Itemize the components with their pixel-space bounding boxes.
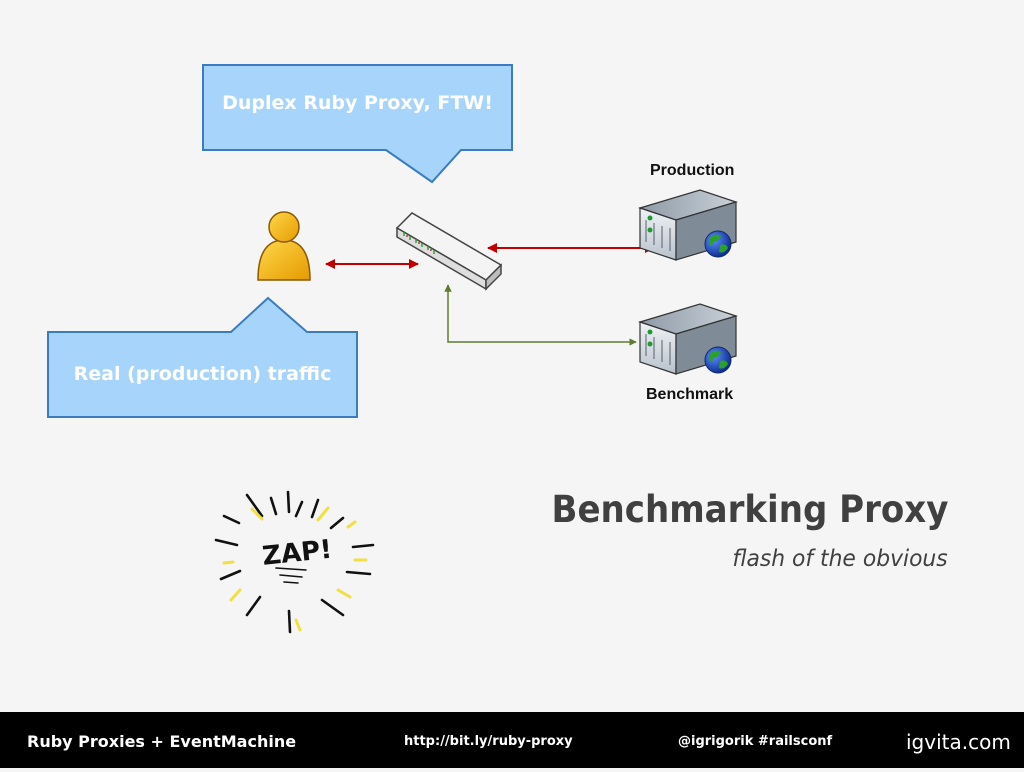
server-icon	[638, 189, 738, 261]
user-icon	[257, 211, 311, 281]
footer-brand: igvita.com	[906, 730, 1011, 754]
globe-icon	[704, 346, 732, 374]
slide-subtitle: flash of the obvious	[732, 546, 948, 572]
proxy-diagram: ZAP!	[47, 64, 738, 634]
switch-icon	[395, 212, 503, 291]
globe-icon	[704, 230, 732, 258]
footer-bar: Ruby Proxies + EventMachine http://bit.l…	[0, 712, 1024, 768]
footer-handle: @igrigorik #railsconf	[678, 734, 833, 749]
arrow-proxy-benchmark	[444, 284, 637, 346]
zap-text: ZAP!	[261, 535, 334, 572]
slide-title: Benchmarking Proxy	[551, 488, 948, 531]
callout-bottom	[47, 296, 358, 418]
footer-title: Ruby Proxies + EventMachine	[27, 732, 297, 751]
callout-top-text: Duplex Ruby Proxy, FTW!	[222, 92, 493, 114]
server-production-label: Production	[650, 162, 735, 179]
callout-bottom-text: Real (production) traffic	[73, 363, 332, 385]
server-benchmark-label: Benchmark	[646, 386, 734, 403]
footer-link[interactable]: http://bit.ly/ruby-proxy	[404, 734, 573, 749]
zap-sketch-icon: ZAP!	[214, 490, 375, 634]
callout-top	[202, 64, 513, 184]
